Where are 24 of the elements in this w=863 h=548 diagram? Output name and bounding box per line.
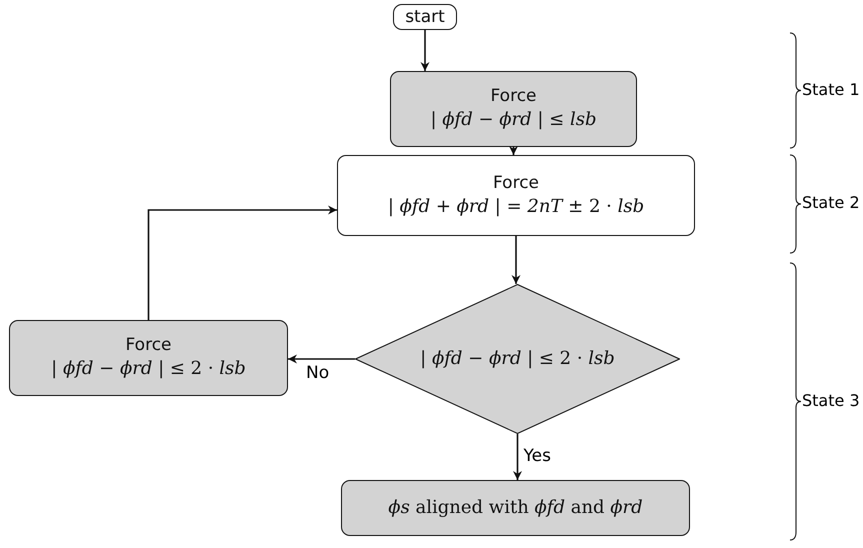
box-heading: Force bbox=[126, 334, 172, 358]
process-box bbox=[337, 155, 695, 236]
state-label: State 2 bbox=[802, 193, 860, 212]
arrow bbox=[509, 146, 518, 155]
arrow bbox=[288, 354, 355, 364]
arrow bbox=[512, 236, 520, 284]
arrow bbox=[420, 30, 430, 71]
decision-diamond bbox=[355, 284, 680, 434]
condition-text: | ϕfd − ϕrd | ≤ 2 · lsb bbox=[420, 346, 615, 371]
box-heading: Force bbox=[493, 172, 539, 195]
condition-text: | ϕfd − ϕrd | ≤ lsb bbox=[430, 108, 597, 132]
box-label: start bbox=[405, 6, 445, 28]
end-box bbox=[341, 480, 690, 536]
process-box bbox=[9, 320, 288, 396]
condition-text: ϕs aligned with ϕfd and ϕrd bbox=[388, 496, 643, 520]
arrow bbox=[148, 206, 337, 320]
process-box bbox=[390, 71, 637, 147]
arrow bbox=[513, 434, 522, 480]
condition-text: | ϕfd + ϕrd | = 2nT ± 2 · lsb bbox=[388, 194, 644, 219]
start-box bbox=[393, 4, 457, 30]
box-heading: Force bbox=[490, 85, 536, 108]
state-label: State 3 bbox=[802, 390, 860, 410]
condition-text: | ϕfd − ϕrd | ≤ 2 · lsb bbox=[51, 357, 246, 382]
state-label: State 1 bbox=[802, 80, 860, 98]
